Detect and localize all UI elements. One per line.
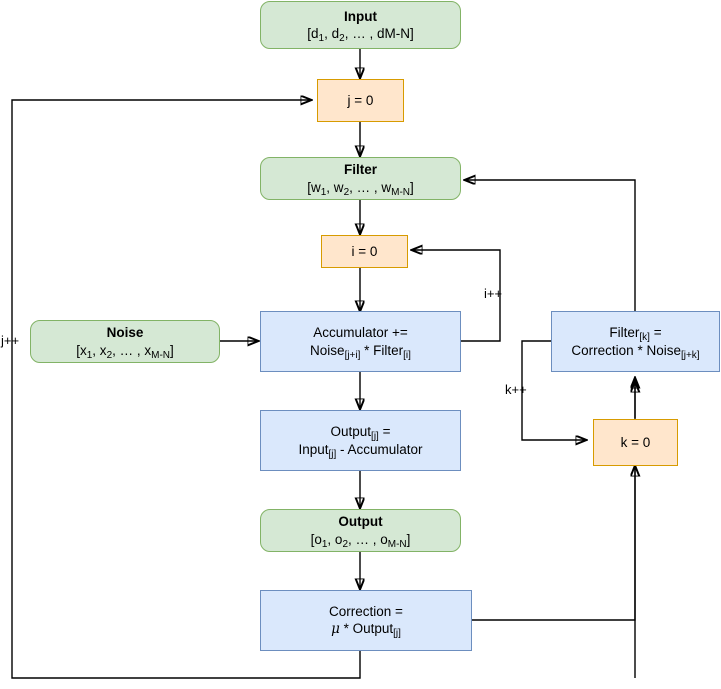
edge-label-k-increment: k++ xyxy=(505,382,527,397)
node-filter-update-line1: Filter[k] = xyxy=(609,325,662,344)
node-output-calc-sub-input: [j] xyxy=(328,448,337,460)
node-output-sub2: 2 xyxy=(342,538,348,550)
node-k-init-label: k = 0 xyxy=(620,434,651,450)
node-correction-line1: Correction = xyxy=(329,603,403,619)
node-output-sub3: M-N xyxy=(387,538,407,550)
node-j-init: j = 0 xyxy=(317,79,404,122)
node-accumulator-line1: Accumulator += xyxy=(313,325,408,341)
node-noise-sub3: M-N xyxy=(151,349,170,361)
node-correction-line2-rest: * Output xyxy=(339,621,394,636)
node-filter-update-sub-filter: [k] xyxy=(639,332,650,344)
node-accumulator-sub-filter: [i] xyxy=(403,349,411,361)
node-output-sub1: 1 xyxy=(321,538,328,550)
node-filter-sub1: 1 xyxy=(320,186,327,198)
node-output-calc-line2: Input[j] - Accumulator xyxy=(298,441,423,460)
node-filter-sub3: M-N xyxy=(391,186,410,198)
edge-label-j-increment: j++ xyxy=(1,333,20,348)
node-accumulator: Accumulator += Noise[j+i] * Filter[i] xyxy=(260,311,461,372)
node-input-sub2: 2 xyxy=(339,32,345,44)
node-noise: Noise [x1, x2, … , xM-N] xyxy=(30,320,220,363)
node-filter-title: Filter xyxy=(343,162,377,178)
node-j-init-label: j = 0 xyxy=(347,92,374,108)
node-k-init: k = 0 xyxy=(593,419,678,466)
node-filter-update: Filter[k] = Correction * Noise[j+k] xyxy=(551,311,720,372)
node-noise-body: [x1, x2, … , xM-N] xyxy=(76,342,174,361)
node-correction-line2: μ * Output[j] xyxy=(331,620,401,638)
node-input-title: Input xyxy=(344,8,377,24)
node-output: Output [o1, o2, … , oM-N] xyxy=(260,509,461,552)
node-output-calc: Output[j] = Input[j] - Accumulator xyxy=(260,410,461,471)
node-i-init: i = 0 xyxy=(321,235,408,268)
node-noise-title: Noise xyxy=(106,325,144,341)
node-filter-update-sub-noise: [j+k] xyxy=(680,349,700,361)
node-input-sub1: 1 xyxy=(318,32,325,44)
node-output-calc-line1: Output[j] = xyxy=(330,424,391,443)
node-noise-sub1: 1 xyxy=(86,349,93,361)
node-input-tail: dM-N] xyxy=(376,26,414,41)
node-output-calc-sub-output: [j] xyxy=(371,431,379,443)
node-noise-sub2: 2 xyxy=(106,349,113,361)
node-filter-body: [w1, w2, … , wM-N] xyxy=(307,179,414,198)
node-input-body: [d1, d2, … , dM-N] xyxy=(307,26,414,44)
node-correction-sub-output: [j] xyxy=(393,627,401,639)
node-filter-update-line2: Correction * Noise[j+k] xyxy=(571,342,700,361)
node-filter-sub2: 2 xyxy=(343,186,350,198)
node-correction: Correction = μ * Output[j] xyxy=(260,590,472,651)
edge-correction-to-filter-update xyxy=(472,378,635,621)
node-i-init-label: i = 0 xyxy=(351,243,378,259)
node-output-title: Output xyxy=(338,514,383,530)
edge-label-i-increment: i++ xyxy=(484,286,503,301)
node-accumulator-line2: Noise[j+i] * Filter[i] xyxy=(310,342,411,361)
node-output-body: [o1, o2, … , oM-N] xyxy=(310,531,411,550)
node-filter: Filter [w1, w2, … , wM-N] xyxy=(260,157,461,200)
mu-symbol: μ xyxy=(331,621,340,637)
node-accumulator-sub-noise: [j+i] xyxy=(344,349,361,361)
node-input: Input [d1, d2, … , dM-N] xyxy=(260,1,461,49)
